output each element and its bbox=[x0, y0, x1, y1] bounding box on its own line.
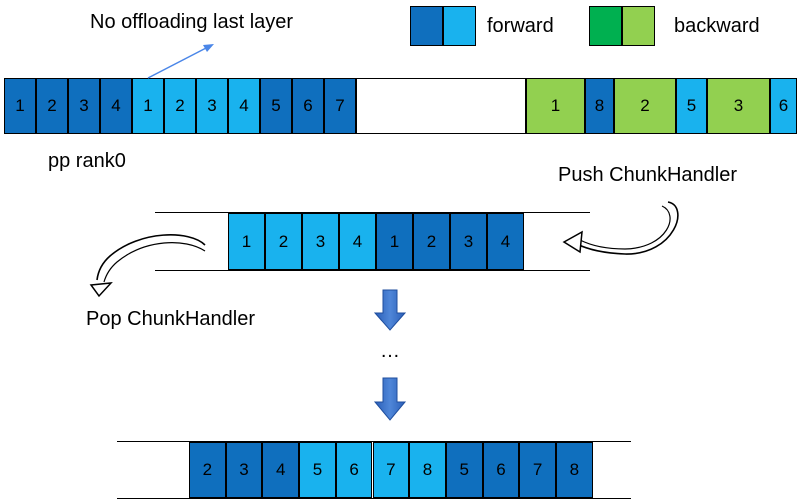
legend-forward-label: forward bbox=[487, 15, 554, 37]
push-curved-arrow bbox=[562, 201, 679, 255]
queue1-cell: 1 bbox=[376, 213, 413, 270]
queue2-cell: 5 bbox=[445, 442, 483, 498]
pp-rank-label: pp rank0 bbox=[48, 150, 126, 172]
ellipsis: … bbox=[380, 340, 400, 362]
queue1-top-rail bbox=[155, 212, 590, 213]
queue1-cell: 4 bbox=[487, 213, 524, 270]
pipeline-forward-cell: 5 bbox=[260, 78, 292, 134]
pipeline-forward-cell: 2 bbox=[164, 78, 196, 134]
pipeline-forward-cell: 1 bbox=[4, 78, 36, 134]
legend-backward-dark-swatch bbox=[589, 6, 622, 46]
annotation-arrow bbox=[147, 44, 214, 79]
pipeline-backward-cell: 6 bbox=[770, 78, 797, 134]
pop-curved-arrow bbox=[89, 234, 206, 298]
down-arrow-1 bbox=[373, 289, 407, 331]
pipeline-forward-cell: 3 bbox=[68, 78, 100, 134]
queue1-cell: 3 bbox=[302, 213, 339, 270]
pipeline-backward-cell: 3 bbox=[707, 78, 770, 134]
pipeline-forward-cell: 3 bbox=[196, 78, 228, 134]
queue2-cell: 2 bbox=[189, 442, 226, 498]
queue2-cell: 8 bbox=[556, 442, 593, 498]
pipeline-backward-cell: 2 bbox=[614, 78, 676, 134]
pipeline-backward-cell: 8 bbox=[585, 78, 614, 134]
queue2-cell: 7 bbox=[519, 442, 556, 498]
queue2-cell: 8 bbox=[409, 442, 446, 498]
pop-chunkhandler-label: Pop ChunkHandler bbox=[86, 308, 255, 330]
queue2-cell: 5 bbox=[299, 442, 336, 498]
queue2-cell: 3 bbox=[225, 442, 263, 498]
pipeline-forward-cell: 4 bbox=[228, 78, 260, 134]
queue2-cell: 6 bbox=[482, 442, 520, 498]
legend-backward-label: backward bbox=[674, 15, 760, 37]
pipeline-forward-cell: 2 bbox=[36, 78, 68, 134]
pipeline-forward-cell: 4 bbox=[100, 78, 132, 134]
queue1-cell: 2 bbox=[265, 213, 302, 270]
queue1-cell: 1 bbox=[228, 213, 265, 270]
pipeline-backward-cell: 5 bbox=[676, 78, 707, 134]
queue1-cell: 2 bbox=[413, 213, 450, 270]
queue2-cell: 6 bbox=[335, 442, 373, 498]
queue2-cell: 7 bbox=[372, 442, 410, 498]
queue1-cell: 3 bbox=[450, 213, 487, 270]
queue1-bottom-rail bbox=[155, 270, 590, 271]
pipeline-idle-gap bbox=[356, 78, 526, 134]
queue2-top-rail bbox=[117, 441, 631, 442]
push-chunkhandler-label: Push ChunkHandler bbox=[558, 164, 737, 186]
pipeline-forward-cell: 6 bbox=[292, 78, 324, 134]
legend-backward-light-swatch bbox=[622, 6, 655, 46]
queue1-cell: 4 bbox=[339, 213, 376, 270]
queue2-bottom-rail bbox=[117, 498, 631, 499]
pipeline-forward-cell: 1 bbox=[132, 78, 164, 134]
legend-forward-light-swatch bbox=[443, 6, 476, 46]
pipeline-forward-cell: 7 bbox=[324, 78, 356, 134]
pipeline-backward-cell: 1 bbox=[526, 78, 585, 134]
queue2-cell: 4 bbox=[262, 442, 300, 498]
down-arrow-2 bbox=[373, 377, 407, 421]
legend-forward-dark-swatch bbox=[410, 6, 443, 46]
no-offloading-annotation: No offloading last layer bbox=[90, 11, 294, 33]
